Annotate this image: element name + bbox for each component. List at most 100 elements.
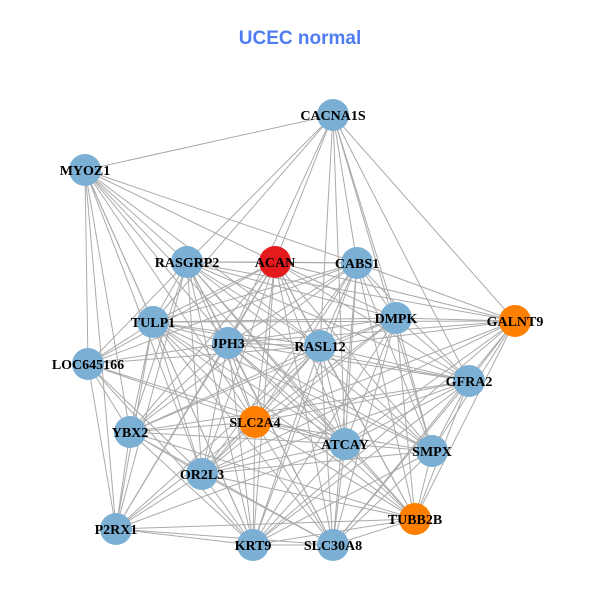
edge-JPH3-YBX2 xyxy=(129,342,229,433)
edge-DMPK-JPH3 xyxy=(227,317,397,344)
node-gfra2[interactable]: GFRA2 xyxy=(446,365,493,397)
edge-DMPK-SLC30A8 xyxy=(332,317,397,546)
node-slc2a4[interactable]: SLC2A4 xyxy=(229,406,281,438)
node-ybx2[interactable]: YBX2 xyxy=(112,416,149,448)
node-atcay[interactable]: ATCAY xyxy=(321,428,369,460)
edge-RASL12-ATCAY xyxy=(319,345,346,445)
node-label: KRT9 xyxy=(235,539,272,554)
node-krt9[interactable]: KRT9 xyxy=(235,529,272,561)
edge-JPH3-KRT9 xyxy=(227,342,254,546)
edge-SLC2A4-SLC30A8 xyxy=(254,421,334,546)
node-cabs1[interactable]: CABS1 xyxy=(335,247,379,279)
node-circle[interactable] xyxy=(380,302,412,334)
node-circle[interactable] xyxy=(317,99,349,131)
edge-CACNA1S-TULP1 xyxy=(152,114,334,323)
edge-ACAN-OR2L3 xyxy=(201,261,276,475)
node-rasl12[interactable]: RASL12 xyxy=(294,330,346,362)
node-jph3[interactable]: JPH3 xyxy=(211,327,245,359)
edge-RASL12-KRT9 xyxy=(252,345,321,546)
node-circle[interactable] xyxy=(186,458,218,490)
edge-RASL12-P2RX1 xyxy=(115,345,321,530)
node-circle[interactable] xyxy=(259,246,291,278)
node-slc30a8[interactable]: SLC30A8 xyxy=(304,529,362,561)
edge-CACNA1S-DMPK xyxy=(332,114,397,319)
node-p2rx1[interactable]: P2RX1 xyxy=(95,513,138,545)
node-label: RASGRP2 xyxy=(155,256,220,271)
edge-SLC2A4-P2RX1 xyxy=(115,421,256,530)
node-label: SMPX xyxy=(412,445,452,460)
node-circle[interactable] xyxy=(341,247,373,279)
edge-CACNA1S-ATCAY xyxy=(332,114,346,445)
node-cacna1s[interactable]: CACNA1S xyxy=(300,99,366,131)
node-label: RASL12 xyxy=(294,340,345,355)
node-rasgrp2[interactable]: RASGRP2 xyxy=(155,246,220,278)
edge-GFRA2-YBX2 xyxy=(129,380,470,433)
node-galnt9[interactable]: GALNT9 xyxy=(487,305,544,337)
node-circle[interactable] xyxy=(100,513,132,545)
node-label: LOC645166 xyxy=(52,358,124,373)
edge-GALNT9-SLC2A4 xyxy=(254,320,516,423)
node-circle[interactable] xyxy=(317,529,349,561)
edge-LOC645166-SLC2A4 xyxy=(87,363,256,423)
node-circle[interactable] xyxy=(212,327,244,359)
edge-YBX2-ATCAY xyxy=(129,431,346,445)
node-label: GFRA2 xyxy=(446,375,493,390)
edge-RASGRP2-GALNT9 xyxy=(186,261,516,322)
edge-ACAN-LOC645166 xyxy=(87,261,276,365)
edge-DMPK-TUBB2B xyxy=(395,317,416,520)
edge-RASGRP2-DMPK xyxy=(186,261,397,319)
edge-RASL12-GFRA2 xyxy=(319,345,470,382)
node-circle[interactable] xyxy=(304,330,336,362)
node-circle[interactable] xyxy=(499,305,531,337)
node-loc645166[interactable]: LOC645166 xyxy=(52,348,124,380)
node-tulp1[interactable]: TULP1 xyxy=(131,306,175,338)
node-tubb2b[interactable]: TUBB2B xyxy=(388,503,442,535)
node-circle[interactable] xyxy=(137,306,169,338)
edge-TULP1-TUBB2B xyxy=(152,321,416,520)
edge-ATCAY-SLC30A8 xyxy=(332,443,346,546)
edge-JPH3-LOC645166 xyxy=(87,342,229,365)
node-myoz1[interactable]: MYOZ1 xyxy=(60,154,111,186)
node-circle[interactable] xyxy=(453,365,485,397)
node-circle[interactable] xyxy=(239,406,271,438)
edge-RASGRP2-LOC645166 xyxy=(87,261,188,365)
edge-YBX2-P2RX1 xyxy=(115,431,131,530)
edge-CABS1-KRT9 xyxy=(252,262,358,546)
edge-TULP1-OR2L3 xyxy=(152,321,203,475)
edge-MYOZ1-CABS1 xyxy=(84,169,358,264)
edge-CACNA1S-GFRA2 xyxy=(332,114,470,382)
edge-CACNA1S-GALNT9 xyxy=(332,114,516,322)
edge-ACAN-DMPK xyxy=(274,261,397,319)
node-circle[interactable] xyxy=(171,246,203,278)
node-label: ACAN xyxy=(255,256,295,271)
edge-CABS1-TULP1 xyxy=(152,262,358,323)
edge-ATCAY-P2RX1 xyxy=(115,443,346,530)
edge-JPH3-GFRA2 xyxy=(227,342,470,382)
node-circle[interactable] xyxy=(237,529,269,561)
node-circle[interactable] xyxy=(329,428,361,460)
edge-GFRA2-SLC2A4 xyxy=(254,380,470,423)
node-acan[interactable]: ACAN xyxy=(255,246,295,278)
node-circle[interactable] xyxy=(399,503,431,535)
edge-DMPK-OR2L3 xyxy=(201,317,397,475)
edge-SMPX-OR2L3 xyxy=(201,450,433,475)
edge-CABS1-JPH3 xyxy=(227,262,358,344)
node-circle[interactable] xyxy=(72,348,104,380)
edge-RASL12-YBX2 xyxy=(129,345,321,433)
node-label: YBX2 xyxy=(112,426,149,441)
edge-TUBB2B-P2RX1 xyxy=(115,518,416,530)
edge-MYOZ1-RASL12 xyxy=(84,169,321,347)
node-smpx[interactable]: SMPX xyxy=(412,435,452,467)
node-circle[interactable] xyxy=(114,416,146,448)
node-dmpk[interactable]: DMPK xyxy=(375,302,418,334)
edge-CACNA1S-RASL12 xyxy=(319,114,334,347)
node-circle[interactable] xyxy=(69,154,101,186)
edge-RASGRP2-YBX2 xyxy=(129,261,188,433)
node-or2l3[interactable]: OR2L3 xyxy=(180,458,224,490)
node-circle[interactable] xyxy=(416,435,448,467)
edge-CABS1-LOC645166 xyxy=(87,262,358,365)
edge-JPH3-TUBB2B xyxy=(227,342,416,520)
edge-CABS1-GALNT9 xyxy=(356,262,516,322)
edge-RASGRP2-OR2L3 xyxy=(186,261,203,475)
